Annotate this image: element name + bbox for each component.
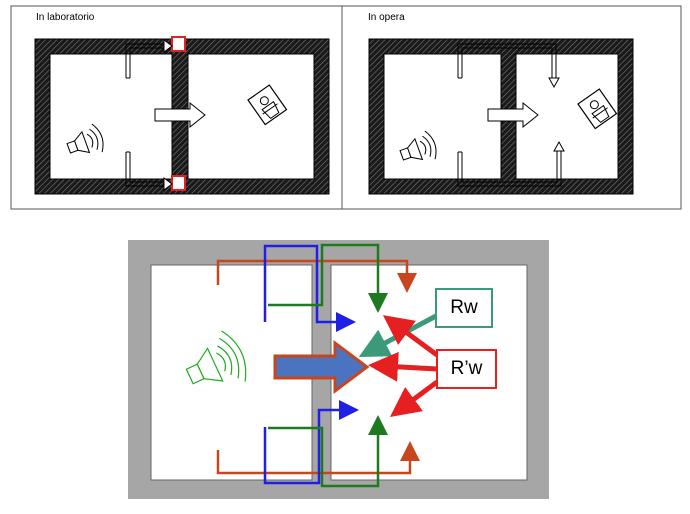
site-panel-label: In opera <box>368 12 405 23</box>
rpw-arrow-top <box>382 315 439 358</box>
site-flank-bottom-arrow <box>457 150 562 187</box>
lab-flank-top-arrow <box>125 43 166 78</box>
green-flank-top <box>268 243 388 313</box>
orange-flank-bottom <box>216 441 420 475</box>
lab-diagram <box>34 36 330 195</box>
site-speaker-icon <box>399 130 437 161</box>
site-listener-icon <box>577 88 618 130</box>
lab-gap-top <box>171 36 186 52</box>
blue-flank-bottom <box>263 400 359 485</box>
lab-listener-icon <box>247 84 288 126</box>
lab-panel-label: In laboratorio <box>36 12 95 23</box>
rw-label: Rw <box>450 297 478 318</box>
rpw-label: R’w <box>450 358 483 379</box>
bottom-diagram <box>128 240 549 499</box>
site-diagram <box>368 38 634 195</box>
site-flank-top-arrow <box>457 43 557 80</box>
site-room-left <box>383 53 502 180</box>
rpw-box <box>436 349 497 389</box>
lab-speaker-icon <box>66 123 104 154</box>
lab-room-left <box>49 53 173 180</box>
rw-box <box>435 288 493 328</box>
lab-gap-bottom <box>171 175 186 191</box>
top-panels-frame <box>10 5 682 210</box>
lab-room-right <box>187 53 315 180</box>
rpw-arrow-bottom <box>389 379 439 417</box>
lab-flank-bottom-arrow <box>125 152 166 187</box>
orange-flank-top <box>216 259 417 293</box>
blue-flank-top <box>263 244 356 332</box>
lab-direct-arrow <box>154 101 206 129</box>
bottom-speaker-icon <box>185 330 247 385</box>
green-flank-bottom <box>268 415 388 488</box>
site-direct-arrow <box>487 101 539 129</box>
rpw-arrow-mid <box>368 351 438 382</box>
direct-transmission-arrow <box>273 340 370 394</box>
